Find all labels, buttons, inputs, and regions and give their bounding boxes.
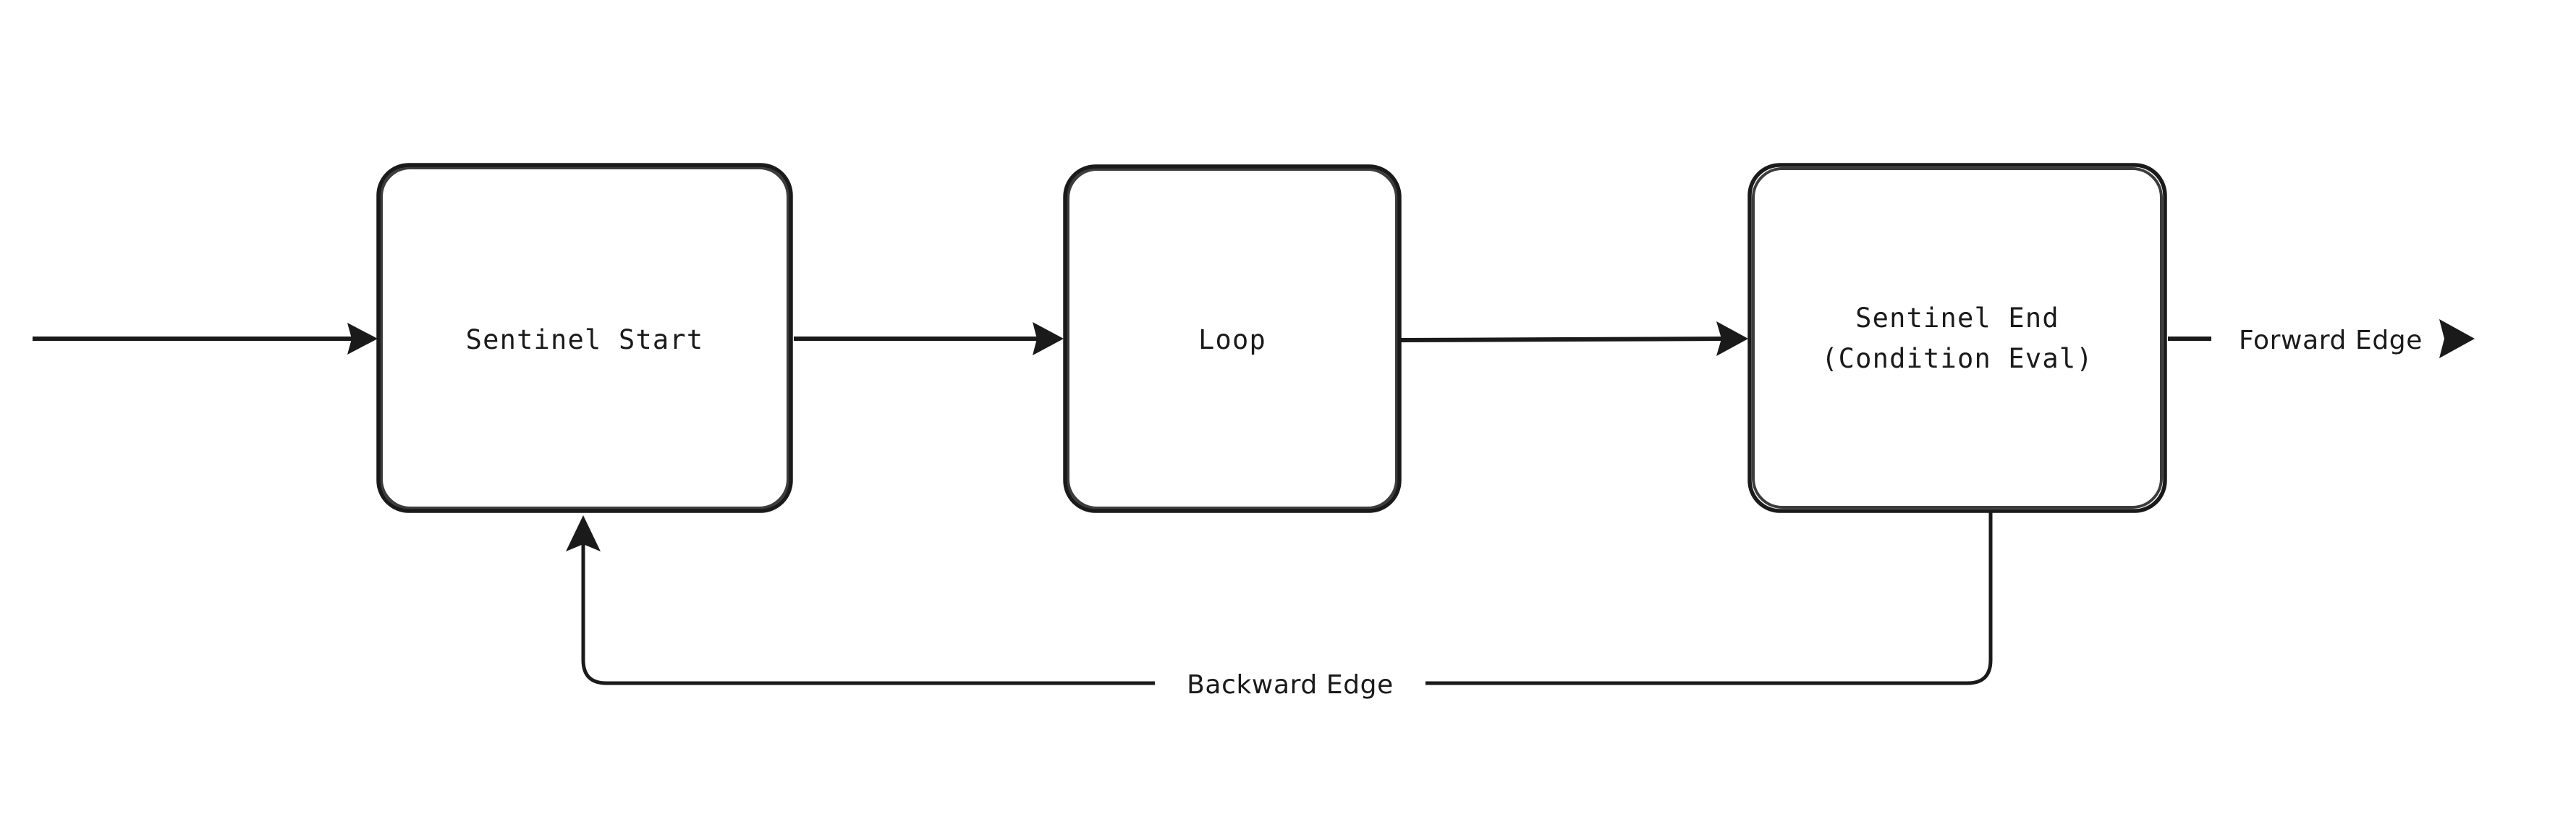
node-sentinel-start-label: Sentinel Start [466, 324, 704, 355]
edge-backward-path-right [1425, 511, 1993, 685]
node-sentinel-end-label-line1: Sentinel End [1855, 302, 2059, 334]
edge-backward-path-left [581, 541, 1155, 685]
edge-forward-arrowhead [2439, 319, 2475, 358]
node-sentinel-end-shape[interactable] [1747, 163, 2167, 513]
edge-forward-label-group: Forward Edge [2239, 326, 2423, 355]
node-sentinel-end-label-line2: (Condition Eval) [1821, 343, 2093, 374]
edge-backward-label-group: Backward Edge [1187, 670, 1394, 700]
edge-forward-label: Forward Edge [2239, 326, 2423, 355]
node-loop-shape[interactable] [1063, 164, 1402, 513]
node-sentinel-start-shape[interactable] [376, 163, 793, 513]
edge-loop-to-end [1400, 321, 1748, 356]
edge-backward [566, 511, 1993, 685]
edge-start-to-loop [794, 322, 1064, 355]
edge-loop-to-end-line [1400, 337, 1729, 342]
node-loop[interactable]: Loop [1063, 164, 1402, 513]
edge-backward-label: Backward Edge [1187, 670, 1394, 700]
node-sentinel-start[interactable]: Sentinel Start [376, 163, 793, 513]
node-loop-label: Loop [1198, 324, 1266, 355]
edge-loop-to-end-arrowhead [1716, 321, 1748, 356]
edge-entry-arrowhead [347, 323, 378, 355]
edge-backward-arrowhead [566, 515, 601, 551]
edge-start-to-loop-arrowhead [1033, 322, 1064, 355]
node-sentinel-end[interactable]: Sentinel End (Condition Eval) [1747, 163, 2167, 513]
node-loop-shape-sketch [1067, 168, 1398, 509]
node-sentinel-start-shape-sketch [380, 166, 789, 509]
edge-entry [33, 323, 378, 355]
node-sentinel-end-shape-sketch [1752, 167, 2163, 509]
edge-forward [2168, 319, 2475, 358]
